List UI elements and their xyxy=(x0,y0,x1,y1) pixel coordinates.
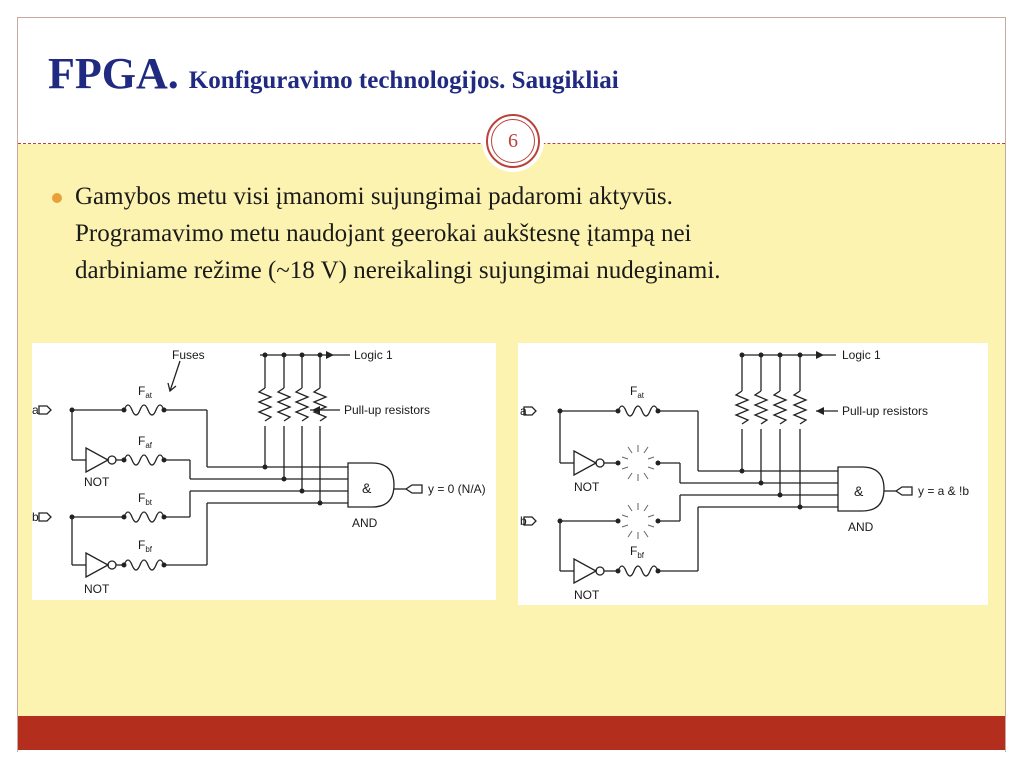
input-b-label: b xyxy=(520,514,527,528)
input-a-label: a xyxy=(520,404,527,418)
blown-fuse-2-icon xyxy=(621,503,655,539)
bullet-line-2: Programavimo metu naudojant geerokai auk… xyxy=(75,220,692,247)
logic1-label: Logic 1 xyxy=(354,348,393,362)
and-gate-symbol: & xyxy=(362,480,372,496)
fuse-diagram-programmed-svg: Logic 1 Pull-up resistors a b Fat Fbf NO… xyxy=(520,348,969,602)
fuse-at-label: Fat xyxy=(138,384,153,400)
slide-footer-bar xyxy=(18,716,1005,750)
output-label: y = 0 (N/A) xyxy=(428,482,486,496)
bullet-icon xyxy=(52,193,62,203)
fuse-af-label: Faf xyxy=(138,434,153,450)
blown-fuse-1-icon xyxy=(621,445,655,481)
fuse-diagram-unprogrammed: Fuses Logic 1 Pull-up resistors a b Fat … xyxy=(32,343,496,600)
frame-left xyxy=(17,17,18,752)
fuse-bf-label: Fbf xyxy=(138,538,153,554)
slide-title: FPGA. Konfiguravimo technologijos. Saugik… xyxy=(48,48,619,99)
fuse-diagram-unprogrammed-svg: Fuses Logic 1 Pull-up resistors a b Fat … xyxy=(32,348,486,596)
fuse-bt-label: Fbt xyxy=(138,491,153,507)
not-gate-1-label: NOT xyxy=(84,475,110,489)
fuse-diagram-programmed: Logic 1 Pull-up resistors a b Fat Fbf NO… xyxy=(518,343,988,605)
fuse-bf-label: Fbf xyxy=(630,544,645,560)
and-gate-label: AND xyxy=(352,516,378,530)
not-gate-1-label: NOT xyxy=(574,480,600,494)
input-b-label: b xyxy=(32,510,39,524)
page-number-badge: 6 xyxy=(486,114,540,168)
frame-top xyxy=(17,17,1006,18)
input-a-label: a xyxy=(32,403,39,417)
and-gate-label: AND xyxy=(848,520,874,534)
fuse-at-label: Fat xyxy=(630,384,645,400)
and-gate-symbol: & xyxy=(854,483,864,499)
pullup-label: Pull-up resistors xyxy=(842,404,928,418)
frame-right xyxy=(1005,17,1006,752)
title-main: FPGA. xyxy=(48,49,179,98)
title-subtitle: Konfiguravimo technologijos. Saugikliai xyxy=(188,67,619,94)
bullet-line-1: Gamybos metu visi įmanomi sujungimai pad… xyxy=(75,183,673,210)
pullup-label: Pull-up resistors xyxy=(344,403,430,417)
bullet-paragraph: Gamybos metu visi įmanomi sujungimai pad… xyxy=(75,178,975,289)
not-gate-2-label: NOT xyxy=(574,588,600,602)
output-label: y = a & !b xyxy=(918,484,969,498)
fuses-label: Fuses xyxy=(172,348,205,362)
not-gate-2-label: NOT xyxy=(84,582,110,596)
page-number: 6 xyxy=(491,119,535,163)
logic1-label: Logic 1 xyxy=(842,348,881,362)
bullet-line-3: darbiniame režime (~18 V) nereikalingi s… xyxy=(75,257,721,284)
